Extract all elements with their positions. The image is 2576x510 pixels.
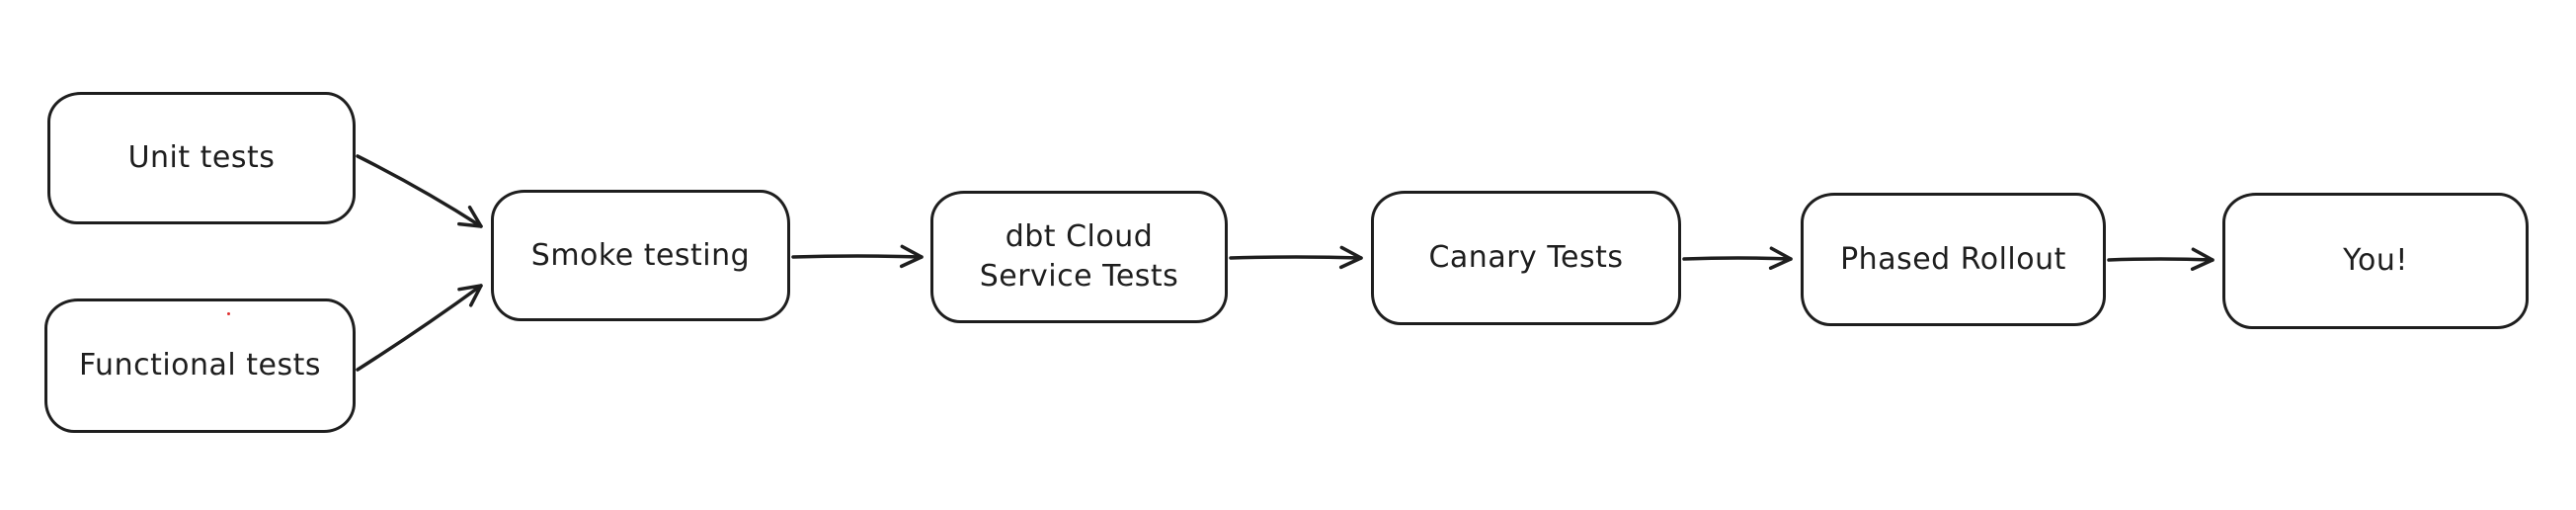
- red-dot-artifact: [227, 312, 230, 315]
- node-phased-rollout-label: Phased Rollout: [1840, 241, 2066, 277]
- node-you-label: You!: [2343, 243, 2408, 278]
- edge-canary-tests-to-phased-rollout: [1682, 246, 1793, 270]
- node-smoke-testing-label: Smoke testing: [530, 237, 751, 273]
- node-dbt-cloud-service-tests: dbt Cloud Service Tests: [930, 191, 1228, 323]
- node-unit-tests: Unit tests: [47, 92, 356, 224]
- node-dbt-cloud-service-tests-label: dbt Cloud Service Tests: [979, 219, 1179, 294]
- node-functional-tests-label: Functional tests: [78, 348, 322, 382]
- node-canary-tests-label: Canary Tests: [1428, 240, 1624, 275]
- edge-unit-tests-to-smoke-testing: [356, 154, 483, 228]
- edge-smoke-testing-to-dbt-cloud: [791, 244, 924, 269]
- node-smoke-testing: Smoke testing: [491, 190, 790, 321]
- node-unit-tests-label: Unit tests: [127, 140, 276, 175]
- node-functional-tests: Functional tests: [44, 298, 356, 433]
- edge-dbt-cloud-to-canary-tests: [1229, 245, 1363, 270]
- edge-functional-tests-to-smoke-testing: [356, 284, 483, 372]
- edge-phased-rollout-to-you: [2107, 247, 2214, 271]
- node-canary-tests: Canary Tests: [1371, 191, 1681, 325]
- node-phased-rollout: Phased Rollout: [1801, 193, 2106, 326]
- node-you: You!: [2222, 193, 2529, 329]
